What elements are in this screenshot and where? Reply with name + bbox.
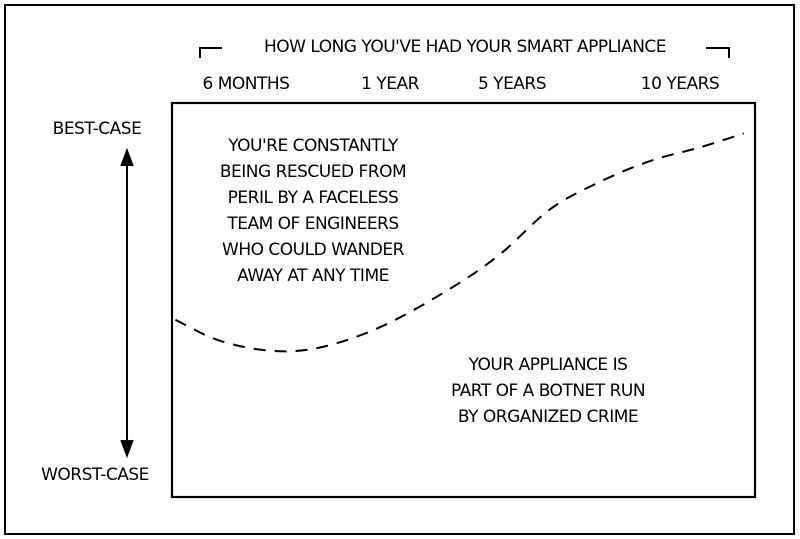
arrow-down-icon [120,439,134,459]
annotation-line: away at any time [237,266,389,286]
x-tick-label: 5 years [477,74,547,94]
annotation-line: being rescued from [219,162,407,182]
annotation-line: You're constantly [228,136,398,156]
annotation-line: by organized crime [457,407,639,427]
x-tick-label: 6 months [202,74,290,94]
x-tick-label: 1 year [361,74,419,94]
annotation-line: who could wander [222,240,404,260]
x-tick-label: 10 years [640,74,720,94]
annotation-line: Your appliance is [468,355,628,375]
annotation-line: peril by a faceless [227,188,399,208]
curve-layer [174,132,745,353]
annotation-best-case: You're constantly being rescued from per… [219,133,407,289]
annotation-worst-case: Your appliance is part of a botnet run b… [450,352,646,430]
plot-frame [170,101,757,499]
panel-border [4,4,795,535]
arrow-up-icon [120,147,134,167]
annotation-line: team of engineers [227,214,399,234]
axis-bracket-left [199,47,222,58]
axis-bracket-right [706,47,730,58]
y-label-worst-case: Worst-case [41,465,149,485]
annotation-line: part of a botnet run [450,381,646,401]
outcome-curve-line [174,132,745,353]
x-axis-title: How long you've had your smart appliance [263,37,667,57]
y-label-best-case: Best-case [52,119,142,139]
